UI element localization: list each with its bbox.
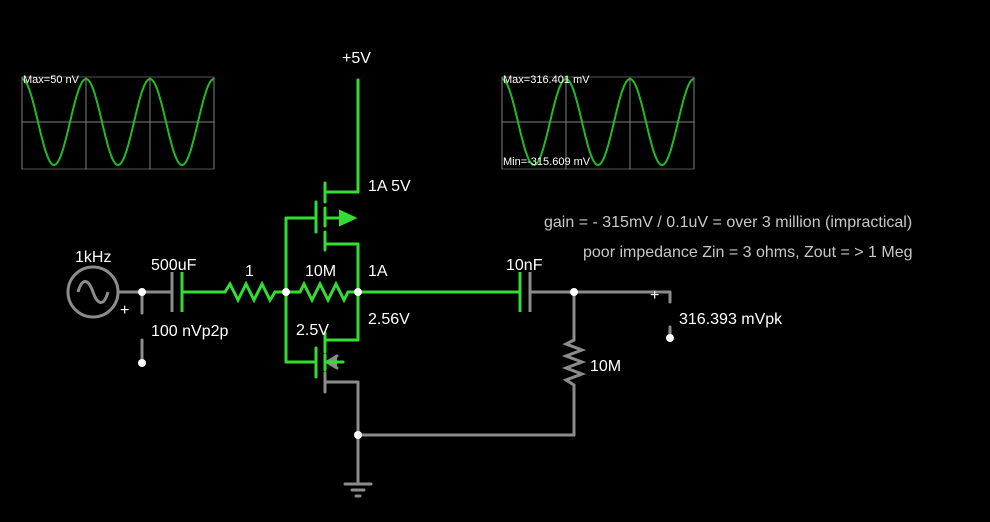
input-capacitor[interactable] bbox=[170, 272, 184, 312]
output-scope-trace bbox=[501, 77, 695, 167]
source-frequency-label: 1kHz bbox=[75, 249, 112, 266]
junction-dot bbox=[354, 288, 362, 296]
nmos-gate-voltage-label: 2.5V bbox=[296, 322, 329, 339]
sine-wave-icon bbox=[76, 280, 110, 304]
supply-label: +5V bbox=[342, 50, 371, 67]
output-scope[interactable] bbox=[501, 76, 695, 170]
pmos-label: 1A 5V bbox=[368, 178, 411, 195]
output-reading-label: 316.393 mVpk bbox=[679, 311, 783, 328]
series-resistor-label: 1 bbox=[245, 263, 254, 280]
junction-dot bbox=[354, 431, 362, 439]
junction-dot bbox=[138, 288, 146, 296]
input-scope[interactable] bbox=[21, 76, 215, 170]
output-scope-max-label: Max=316.401 mV bbox=[503, 74, 590, 86]
feedback-resistor-label: 10M bbox=[305, 263, 337, 280]
drain-voltage-label: 2.56V bbox=[368, 311, 410, 328]
load-resistor-label: 10M bbox=[590, 358, 622, 375]
junction-dot bbox=[138, 359, 146, 367]
feedback-resistor-zigzag bbox=[298, 280, 350, 304]
output-scope-min-label: Min=-315.609 mV bbox=[503, 156, 591, 168]
source-amplitude-label: 100 nVp2p bbox=[151, 323, 229, 340]
pmos-arrow bbox=[339, 209, 358, 227]
feedback-current-label: 1A bbox=[368, 263, 388, 280]
output-scope-grid bbox=[501, 77, 695, 169]
junction-dot bbox=[666, 334, 674, 342]
output-plus-sign: + bbox=[650, 287, 660, 304]
gain-note: gain = - 315mV / 0.1uV = over 3 million … bbox=[544, 214, 913, 231]
output-capacitor-label: 10nF bbox=[506, 257, 543, 274]
impedance-note: poor impedance Zin = 3 ohms, Zout = > 1 … bbox=[583, 244, 913, 261]
input-plus-sign: + bbox=[120, 302, 130, 319]
series-resistor-zigzag bbox=[223, 280, 277, 304]
junction-dot bbox=[570, 288, 578, 296]
output-capacitor[interactable] bbox=[518, 272, 532, 312]
input-scope-trace bbox=[21, 77, 215, 167]
input-capacitor-label: 500uF bbox=[151, 257, 197, 274]
input-scope-grid bbox=[21, 77, 215, 169]
junction-dot bbox=[282, 288, 290, 296]
load-resistor-zigzag bbox=[561, 338, 587, 387]
ac-voltage-source[interactable] bbox=[66, 265, 120, 319]
input-scope-max-label: Max=50 nV bbox=[23, 74, 79, 86]
